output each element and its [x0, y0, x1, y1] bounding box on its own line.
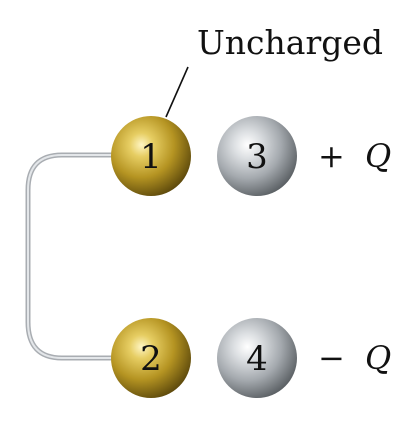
sphere-2: 2 — [111, 318, 191, 398]
sphere-4-body — [217, 318, 297, 398]
callout-pointer-line — [165, 66, 189, 118]
charge-symbol-top: Q — [365, 137, 391, 175]
sphere-4-number: 4 — [246, 339, 268, 379]
charge-symbol-bottom: Q — [365, 339, 391, 377]
charge-sign-top: + — [318, 137, 345, 175]
charge-sign-bottom: − — [318, 339, 345, 377]
callout-label: Uncharged — [197, 23, 383, 62]
charge-label-bottom: − Q — [318, 339, 391, 377]
sphere-1-number: 1 — [140, 137, 162, 177]
sphere-3-body — [217, 116, 297, 196]
charge-label-top: + Q — [318, 137, 391, 175]
connecting-wire-highlight — [27, 154, 119, 359]
sphere-2-body — [111, 318, 191, 398]
connecting-wire — [25, 152, 121, 361]
sphere-3: 3 — [217, 116, 297, 196]
sphere-3-number: 3 — [246, 137, 268, 177]
sphere-1-body — [111, 116, 191, 196]
sphere-4: 4 — [217, 318, 297, 398]
sphere-2-number: 2 — [140, 339, 162, 379]
sphere-1: 1 — [111, 116, 191, 196]
